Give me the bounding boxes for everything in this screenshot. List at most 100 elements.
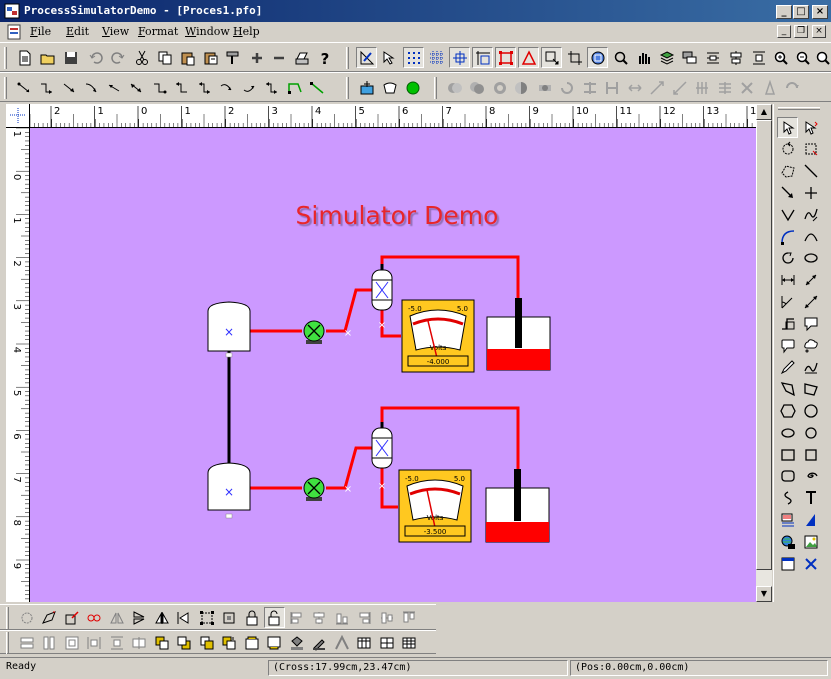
globe-icon[interactable]: [777, 531, 798, 552]
gauge-shape-icon[interactable]: [379, 77, 400, 98]
flip-h-icon[interactable]: [106, 607, 127, 628]
snap-icon[interactable]: [426, 47, 447, 68]
menu-view[interactable]: View: [102, 25, 130, 38]
layout-icon[interactable]: [472, 47, 493, 68]
undo-icon[interactable]: [85, 47, 106, 68]
menu-edit[interactable]: Edit: [66, 25, 90, 38]
palette-grip[interactable]: [778, 107, 820, 110]
link-tool-icon[interactable]: [307, 77, 328, 98]
vertical-scrollbar[interactable]: ▲ ▼: [756, 104, 772, 602]
toolbar-grip[interactable]: [346, 77, 349, 99]
zoom-plus-icon[interactable]: [770, 47, 791, 68]
flag-text-icon[interactable]: [777, 509, 798, 530]
dimension-h-icon[interactable]: [777, 270, 798, 291]
bound-box-icon[interactable]: [495, 47, 516, 68]
pump[interactable]: [303, 320, 325, 344]
valve-marker[interactable]: ×: [344, 484, 352, 495]
level-tank[interactable]: [486, 298, 551, 371]
same-size-icon[interactable]: [61, 632, 82, 653]
toolbar-grip[interactable]: [6, 632, 9, 654]
pipe-line[interactable]: [326, 446, 376, 490]
shape-operation-icon[interactable]: [737, 77, 758, 98]
select-mode-icon[interactable]: [379, 47, 400, 68]
arrow-icon[interactable]: [777, 182, 798, 203]
plus-icon[interactable]: [800, 182, 821, 203]
align-left-icon[interactable]: [286, 607, 307, 628]
new-icon[interactable]: [14, 47, 35, 68]
layers-icon[interactable]: [656, 47, 677, 68]
print-icon[interactable]: [291, 47, 312, 68]
unlock-icon[interactable]: [263, 607, 285, 628]
maximize-button[interactable]: □: [793, 5, 809, 19]
pump[interactable]: [303, 477, 325, 501]
link-tool-icon[interactable]: [262, 77, 283, 98]
ellipse-filled-icon[interactable]: [777, 422, 798, 443]
resize-icon[interactable]: [800, 139, 821, 160]
align-right-icon[interactable]: [354, 607, 375, 628]
send-backward-icon[interactable]: [219, 632, 240, 653]
mirror-icon[interactable]: [151, 607, 172, 628]
zoom-minus-icon[interactable]: [792, 47, 813, 68]
shape-operation-icon[interactable]: [579, 77, 600, 98]
scroll-up-button[interactable]: ▲: [756, 104, 772, 120]
document-icon[interactable]: [6, 24, 22, 40]
shape-operation-icon[interactable]: [444, 77, 465, 98]
storage-tank[interactable]: ×: [207, 301, 251, 358]
paste-special-icon[interactable]: [200, 47, 221, 68]
font-color-icon[interactable]: [331, 632, 352, 653]
link-tool-icon[interactable]: [82, 77, 103, 98]
format-painter-icon[interactable]: [222, 47, 243, 68]
dimension-v-icon[interactable]: [800, 291, 821, 312]
spiral-icon[interactable]: [800, 466, 821, 487]
scroll-down-button[interactable]: ▼: [756, 586, 772, 602]
redo-icon[interactable]: [107, 47, 128, 68]
flip-v-icon[interactable]: [129, 607, 150, 628]
link-tool-icon[interactable]: [172, 77, 193, 98]
link-tool-icon[interactable]: [149, 77, 170, 98]
free-shape-icon[interactable]: [777, 379, 798, 400]
help-icon[interactable]: ?: [314, 47, 335, 68]
circle-outline-icon[interactable]: [800, 422, 821, 443]
pencil-icon[interactable]: [777, 357, 798, 378]
crop-icon[interactable]: [564, 47, 585, 68]
pipe-line[interactable]: [326, 288, 376, 333]
paste-icon[interactable]: [177, 47, 198, 68]
close-button[interactable]: ×: [812, 5, 828, 19]
matrix-icon[interactable]: [376, 632, 397, 653]
closed-polygon-icon[interactable]: [800, 379, 821, 400]
shape-operation-icon[interactable]: [557, 77, 578, 98]
triangle-icon[interactable]: [518, 47, 539, 68]
menu-window[interactable]: Window: [185, 25, 230, 38]
edit-mode-icon[interactable]: [356, 47, 377, 68]
shape-operation-icon[interactable]: [759, 77, 780, 98]
arrow-select-icon[interactable]: [800, 117, 821, 138]
link-tool-icon[interactable]: [217, 77, 238, 98]
align-left-edge-icon[interactable]: [174, 607, 195, 628]
link-tool-icon[interactable]: [239, 77, 260, 98]
mdi-minimize-button[interactable]: _: [777, 25, 791, 38]
link-tool-icon[interactable]: [59, 77, 80, 98]
group-icon[interactable]: [587, 47, 608, 68]
shape-operation-icon[interactable]: [534, 77, 555, 98]
line-tool-icon[interactable]: [800, 161, 821, 182]
distribute-icon[interactable]: [748, 47, 769, 68]
heat-exchanger[interactable]: [371, 264, 393, 311]
align-bottom-icon[interactable]: [331, 607, 352, 628]
storage-tank[interactable]: ×: [207, 462, 251, 519]
rotate-dashed-icon[interactable]: [16, 607, 37, 628]
valve-marker[interactable]: ×: [378, 481, 386, 492]
pipe-line[interactable]: [380, 255, 520, 298]
shape-operation-icon[interactable]: [467, 77, 488, 98]
link-port-icon[interactable]: [541, 47, 562, 68]
align-middle-icon[interactable]: [376, 607, 397, 628]
shape-operation-icon[interactable]: [692, 77, 713, 98]
toolbar-grip[interactable]: [346, 47, 349, 69]
level-tank[interactable]: [485, 469, 550, 543]
align-top-icon[interactable]: [399, 607, 420, 628]
magnify-icon[interactable]: [610, 47, 631, 68]
zoom-fit-icon[interactable]: [812, 47, 831, 68]
freehand-icon[interactable]: [800, 204, 821, 225]
link-tool-icon[interactable]: [127, 77, 148, 98]
lock-icon[interactable]: [241, 607, 262, 628]
ruler-corner[interactable]: [6, 104, 30, 128]
